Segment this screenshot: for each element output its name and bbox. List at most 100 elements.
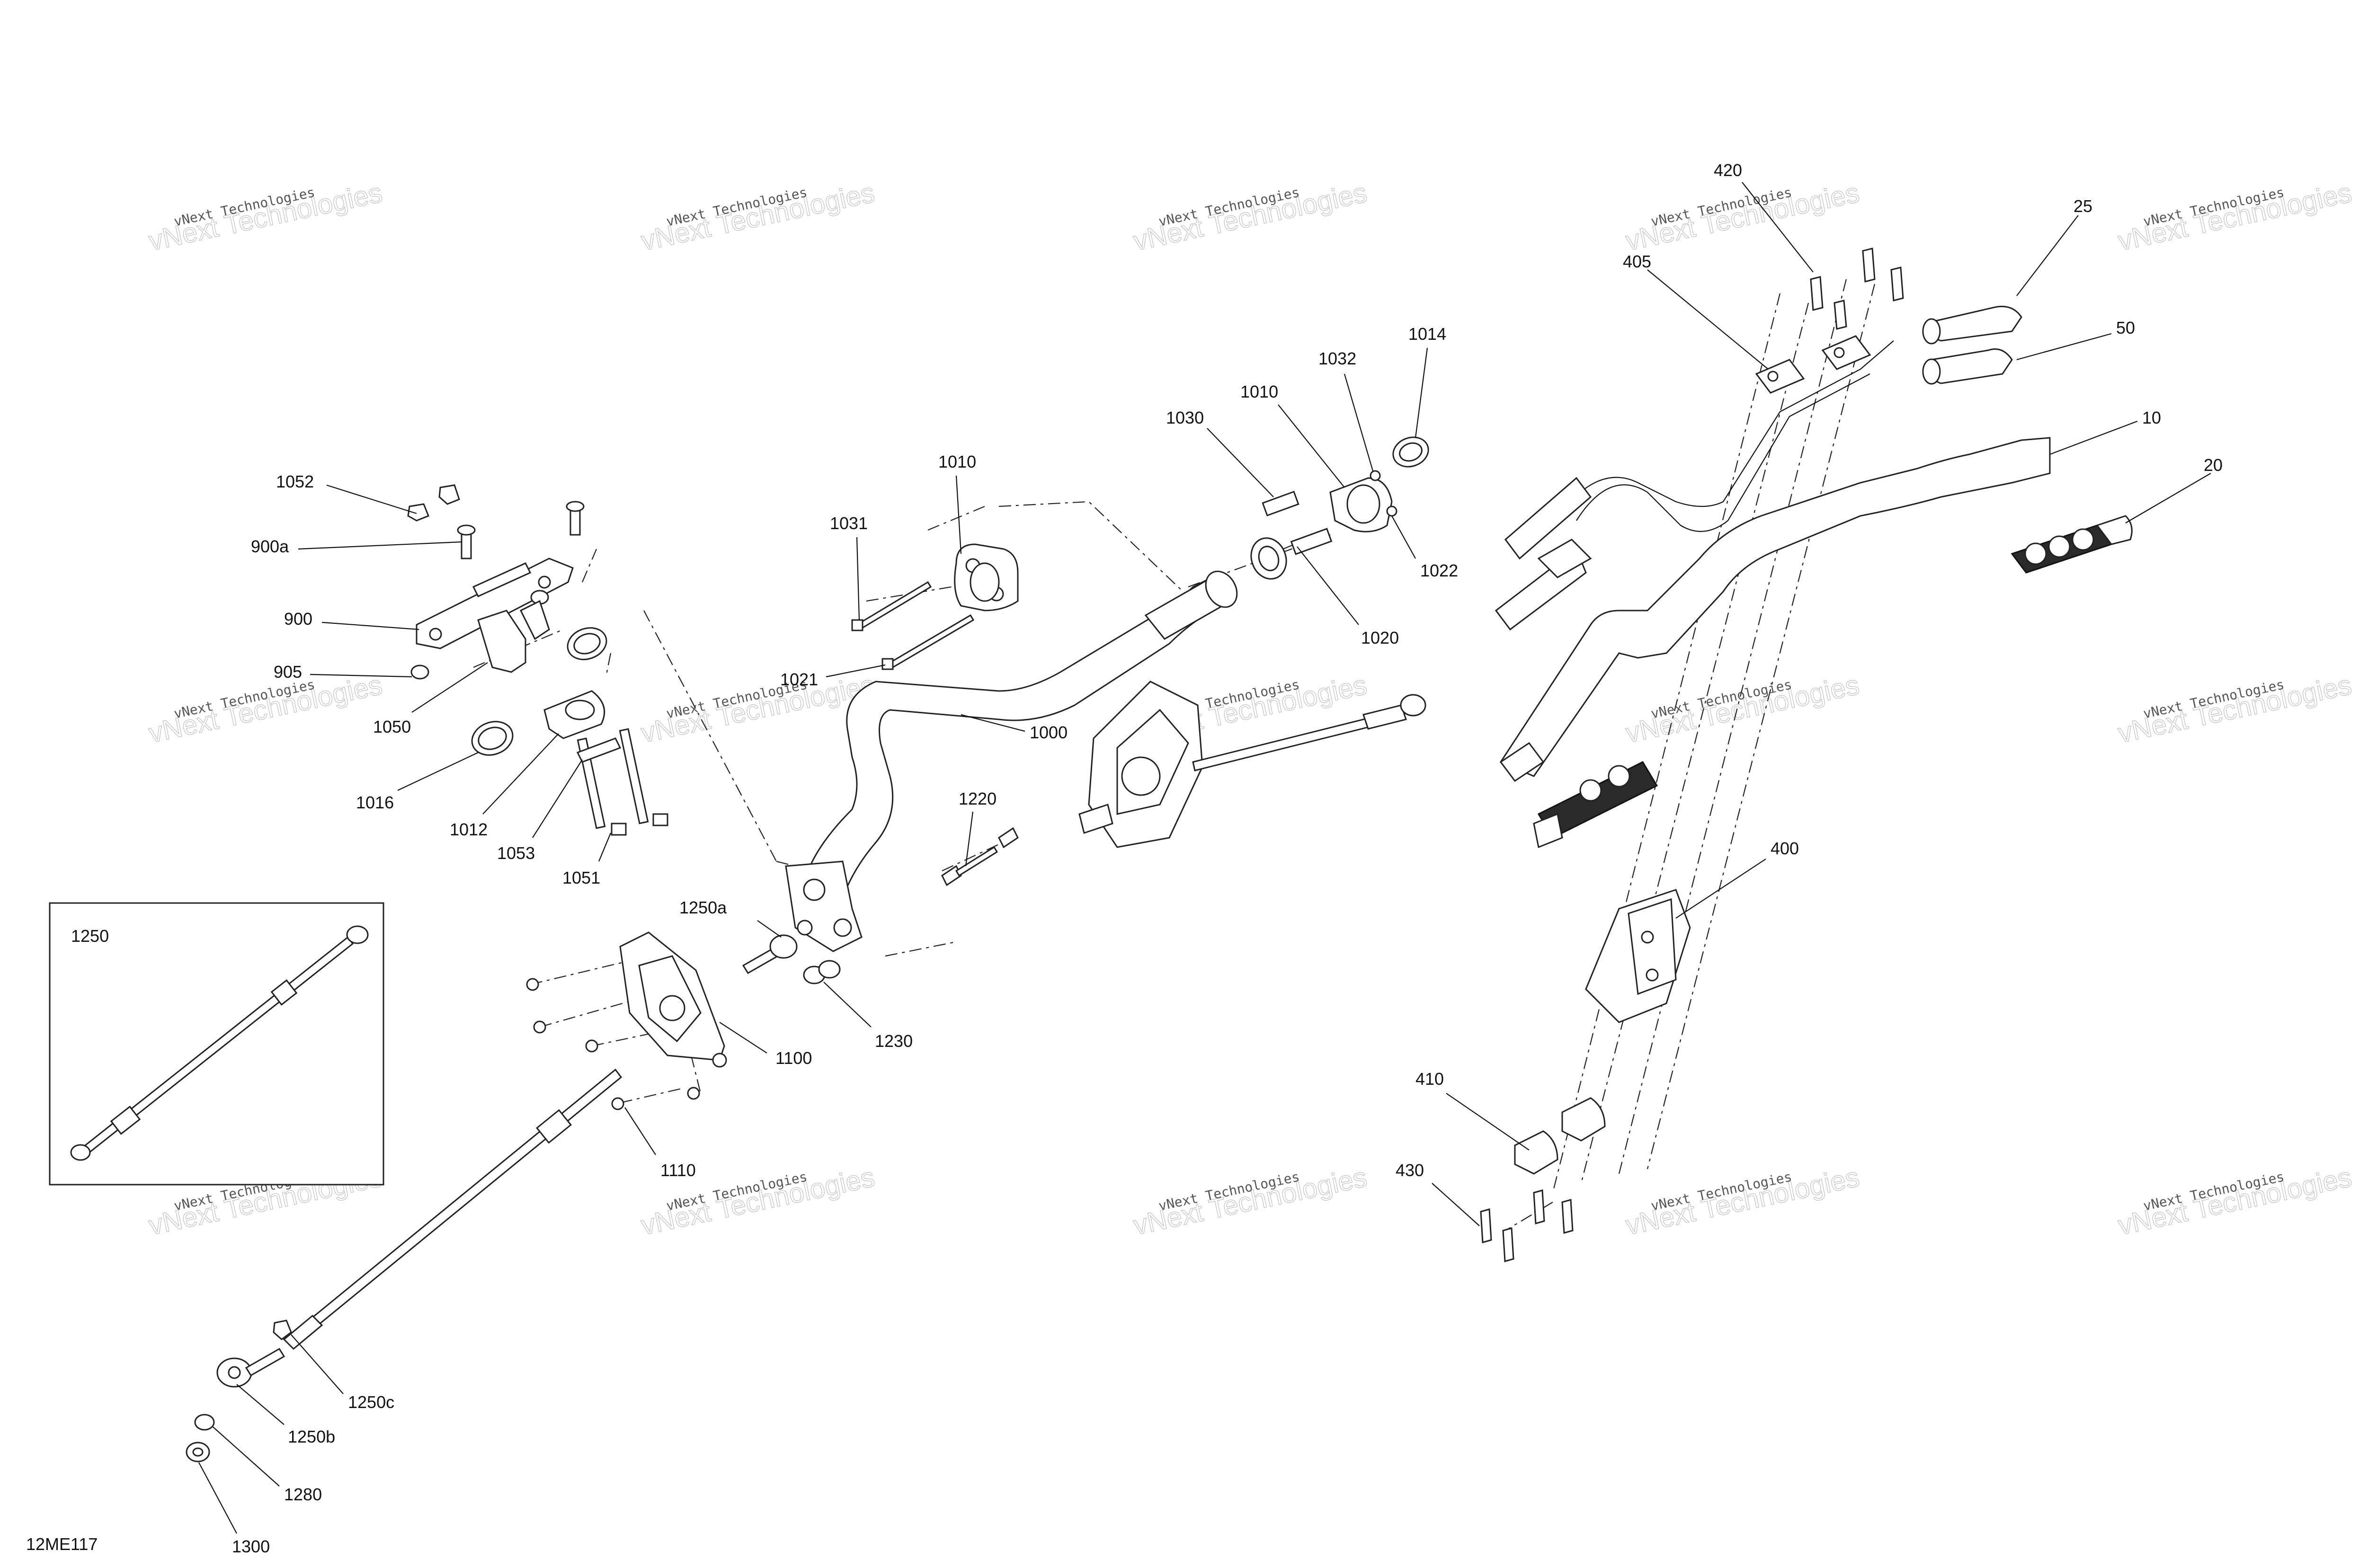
svg-text:430: 430 [1396, 1160, 1424, 1180]
svg-text:420: 420 [1714, 160, 1742, 180]
callout-1021: 1021 [780, 664, 886, 689]
svg-text:1020: 1020 [1361, 628, 1399, 647]
grip-lower [1533, 761, 1658, 849]
steering-column-1000 [785, 570, 1238, 952]
svg-text:1016: 1016 [356, 793, 394, 812]
svg-text:1230: 1230 [875, 1031, 913, 1051]
svg-text:1052: 1052 [276, 472, 314, 491]
svg-text:1100: 1100 [775, 1048, 812, 1068]
callout-1032: 1032 [1318, 349, 1374, 471]
callout-1250b: 1250b [236, 1384, 335, 1446]
clamp-410 [1514, 1097, 1606, 1175]
tie-rod-upper [1192, 694, 1426, 771]
callout-1031: 1031 [830, 514, 868, 620]
watermark: vNext Technologies vNext Technologies [638, 177, 878, 257]
bolts-430 [1480, 1189, 1574, 1262]
svg-text:1012: 1012 [450, 820, 488, 839]
watermark: vNext Technologies vNext Technologies [2115, 669, 2355, 749]
svg-text:900a: 900a [251, 537, 289, 556]
callout-1030: 1030 [1166, 408, 1274, 497]
callout-1220: 1220 [959, 789, 997, 867]
ring-1014 [1392, 436, 1429, 468]
inset-label: 1250 [71, 926, 109, 946]
clamp-1010-upper [1329, 470, 1397, 532]
seal-1014b [567, 627, 607, 660]
nut-1250c [273, 1320, 292, 1340]
callout-25: 25 [2016, 196, 2092, 296]
callout-420: 420 [1714, 160, 1814, 273]
callout-410: 410 [1415, 1069, 1530, 1151]
bolt-1031 [851, 581, 932, 631]
inset-tie-rod [70, 925, 369, 1161]
callout-10: 10 [2049, 408, 2161, 455]
svg-text:1250a: 1250a [679, 898, 727, 917]
svg-text:905: 905 [274, 662, 302, 682]
svg-text:25: 25 [2073, 196, 2092, 216]
callout-1052: 1052 [276, 472, 417, 514]
callout-1230: 1230 [823, 982, 913, 1051]
clamp-405 [1755, 335, 1871, 394]
svg-text:1010: 1010 [938, 452, 976, 471]
svg-text:1280: 1280 [284, 1485, 322, 1504]
svg-text:1014: 1014 [1408, 324, 1446, 344]
watermark: vNext Technologies vNext Technologies [146, 177, 385, 257]
callout-900: 900 [284, 609, 419, 630]
svg-text:1053: 1053 [497, 843, 535, 863]
clamp-1010-lower [954, 543, 1019, 611]
watermark: vNext Technologies vNext Technologies [1130, 1161, 1370, 1241]
svg-text:400: 400 [1771, 839, 1799, 858]
svg-text:1032: 1032 [1318, 349, 1356, 368]
grip-25 [1922, 306, 2022, 345]
callout-1050: 1050 [373, 662, 488, 736]
svg-text:1250b: 1250b [288, 1427, 335, 1446]
bracket-900 [416, 558, 574, 649]
callout-1100: 1100 [719, 1022, 812, 1068]
svg-text:1030: 1030 [1166, 408, 1204, 427]
bolts-420 [1810, 248, 1904, 330]
cable-harness [1495, 340, 1894, 631]
bolt-1220 [941, 827, 1019, 886]
figure-code: 12ME117 [26, 1534, 98, 1554]
callout-1010-lower: 1010 [938, 452, 976, 554]
svg-text:1022: 1022 [1420, 561, 1458, 580]
svg-text:405: 405 [1623, 252, 1651, 271]
callout-1250c: 1250c [291, 1334, 394, 1412]
callout-405: 405 [1623, 252, 1769, 370]
callout-1020: 1020 [1297, 546, 1399, 647]
grip-20 [2011, 515, 2133, 574]
watermark: vNext Technologies vNext Technologies [1623, 177, 1862, 257]
callout-1053: 1053 [497, 759, 583, 863]
callout-1110: 1110 [624, 1107, 696, 1180]
callout-900a: 900a [251, 537, 462, 556]
bearing-block-1050 [477, 600, 550, 673]
callout-400: 400 [1675, 839, 1799, 919]
pin-1030 [1262, 490, 1299, 517]
svg-text:50: 50 [2116, 318, 2135, 337]
svg-text:1050: 1050 [373, 717, 411, 736]
watermark: vNext Technologies vNext Technologies [1623, 1161, 1862, 1241]
washer-1280 [194, 1414, 215, 1431]
svg-text:1051: 1051 [562, 868, 600, 887]
callout-1022: 1022 [1391, 515, 1458, 580]
callout-1010-upper: 1010 [1240, 382, 1345, 488]
callout-1051: 1051 [562, 833, 612, 887]
callout-1300: 1300 [198, 1462, 270, 1556]
bushing-1020 [1250, 528, 1333, 580]
cover-1100 [619, 931, 727, 1068]
washer-1053 [576, 737, 622, 763]
grip-50 [1922, 348, 2013, 385]
callout-1250a: 1250a [679, 898, 782, 938]
svg-text:1000: 1000 [1030, 723, 1068, 742]
callout-1012: 1012 [450, 733, 559, 839]
tie-rod-1250 [283, 1068, 623, 1350]
callouts: 420 25 405 50 10 20 1014 1032 [198, 160, 2223, 1556]
inset-1250: 1250 [49, 902, 384, 1186]
nut-1300 [186, 1442, 210, 1462]
callout-905: 905 [274, 662, 412, 682]
callout-1016: 1016 [356, 752, 479, 812]
ball-joint-1250a [742, 934, 798, 974]
watermark-grid: vNext Technologies vNext Technologies vN… [146, 177, 2355, 1241]
callout-20: 20 [2125, 455, 2223, 523]
callout-430: 430 [1396, 1160, 1480, 1226]
